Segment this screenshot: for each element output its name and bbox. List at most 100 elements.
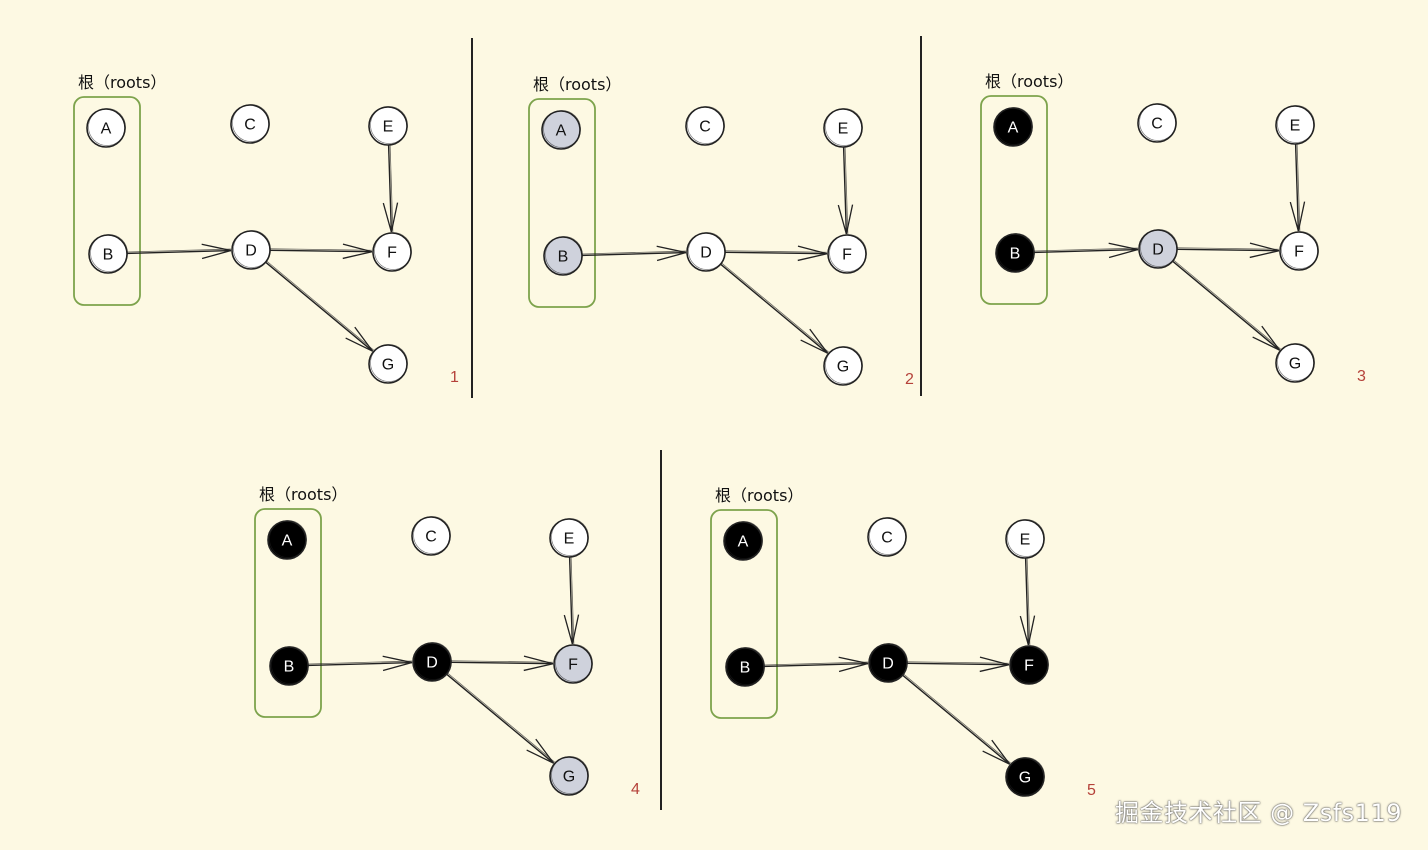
node-E: E — [368, 106, 408, 146]
node-label: G — [837, 359, 849, 376]
node-F: F — [827, 234, 867, 274]
edge-E-F — [563, 556, 580, 645]
edge-D-G — [265, 260, 374, 352]
node-label: F — [1024, 658, 1034, 675]
node-label: B — [1010, 246, 1021, 263]
roots-label: 根（roots） — [259, 485, 347, 504]
edge-B-D — [581, 245, 687, 262]
node-C: C — [685, 106, 725, 146]
edge-D-F — [724, 245, 828, 262]
node-E: E — [549, 518, 589, 558]
node-label: A — [556, 123, 567, 140]
edge-D-G — [902, 673, 1011, 765]
edge-D-G — [720, 262, 829, 354]
roots-box — [254, 508, 322, 718]
node-C: C — [411, 516, 451, 556]
node-A: A — [723, 521, 763, 561]
panel-step-1: 根（roots） A B C D E F G 1 — [73, 73, 459, 386]
step-number: 1 — [450, 369, 459, 386]
node-F: F — [1009, 645, 1049, 685]
node-label: E — [383, 119, 394, 136]
node-E: E — [1275, 105, 1315, 145]
roots-box — [710, 509, 778, 719]
edge-E-F — [1289, 143, 1306, 232]
node-G: G — [823, 346, 863, 386]
node-label: B — [558, 249, 569, 266]
node-F: F — [1279, 231, 1319, 271]
node-B: B — [995, 233, 1035, 273]
node-label: C — [425, 529, 437, 546]
node-label: A — [282, 533, 293, 550]
node-A: A — [86, 108, 126, 148]
node-B: B — [269, 646, 309, 686]
node-F: F — [553, 644, 593, 684]
node-label: F — [1294, 244, 1304, 261]
node-A: A — [993, 107, 1033, 147]
node-label: G — [1289, 356, 1301, 373]
panel-step-5: 根（roots） A B C D E F G 5 — [710, 486, 1096, 799]
node-B: B — [725, 647, 765, 687]
node-label: F — [387, 245, 397, 262]
roots-box — [73, 96, 141, 306]
node-label: A — [101, 121, 112, 138]
node-label: D — [245, 243, 257, 260]
edge-D-F — [906, 656, 1010, 673]
node-label: G — [382, 357, 394, 374]
step-number: 4 — [631, 781, 640, 798]
step-number: 3 — [1357, 368, 1366, 385]
node-E: E — [1005, 519, 1045, 559]
node-A: A — [267, 520, 307, 560]
watermark: 掘金技术社区 @ Zsfs119 — [1115, 799, 1402, 827]
node-label: D — [426, 655, 438, 672]
node-label: A — [1008, 120, 1019, 137]
edge-B-D — [763, 656, 869, 673]
node-E: E — [823, 108, 863, 148]
node-label: C — [1151, 116, 1163, 133]
node-G: G — [1005, 757, 1045, 797]
node-G: G — [368, 344, 408, 384]
node-label: B — [103, 247, 114, 264]
roots-label: 根（roots） — [715, 486, 803, 505]
roots-label: 根（roots） — [78, 73, 166, 92]
edge-D-G — [1172, 259, 1281, 351]
node-D: D — [686, 232, 726, 272]
edge-D-F — [269, 243, 373, 260]
node-label: D — [700, 245, 712, 262]
panel-step-2: 根（roots） A B C D E F G 2 — [528, 75, 914, 388]
node-F: F — [372, 232, 412, 272]
node-B: B — [543, 236, 583, 276]
node-label: C — [699, 119, 711, 136]
step-number: 5 — [1087, 782, 1096, 799]
node-label: B — [740, 660, 751, 677]
node-C: C — [1137, 103, 1177, 143]
node-D: D — [868, 643, 908, 683]
edge-D-F — [1176, 242, 1280, 259]
step-number: 2 — [905, 371, 914, 388]
node-label: G — [563, 769, 575, 786]
roots-box — [980, 95, 1048, 305]
node-label: C — [244, 117, 256, 134]
node-label: E — [1020, 532, 1031, 549]
node-label: F — [568, 657, 578, 674]
node-label: E — [564, 531, 575, 548]
node-label: E — [838, 121, 849, 138]
roots-label: 根（roots） — [533, 75, 621, 94]
edge-E-F — [1019, 557, 1036, 646]
node-C: C — [230, 104, 270, 144]
edge-B-D — [1033, 242, 1139, 259]
roots-box — [528, 98, 596, 308]
node-D: D — [231, 230, 271, 270]
edge-B-D — [307, 655, 413, 672]
node-D: D — [1138, 229, 1178, 269]
node-label: C — [881, 530, 893, 547]
node-A: A — [541, 110, 581, 150]
edge-B-D — [126, 243, 232, 260]
edge-D-G — [446, 672, 555, 764]
edge-E-F — [382, 144, 399, 233]
node-label: D — [1152, 242, 1164, 259]
node-G: G — [1275, 343, 1315, 383]
node-C: C — [867, 517, 907, 557]
edge-D-F — [450, 655, 554, 672]
